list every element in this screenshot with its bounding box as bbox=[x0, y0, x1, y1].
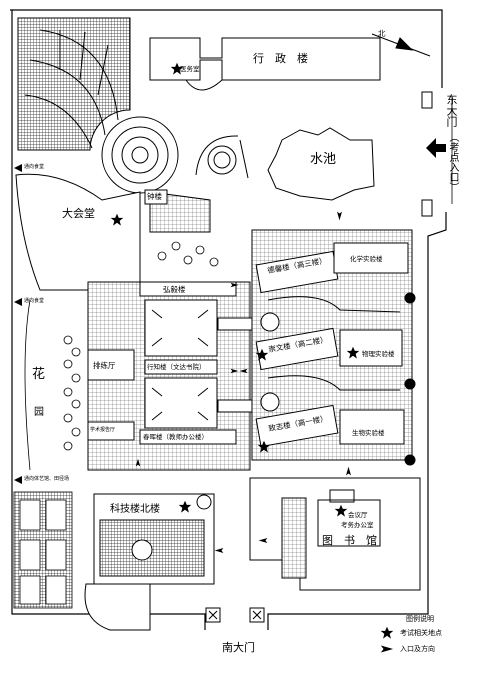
east-gate bbox=[421, 91, 433, 217]
xingzhi-label: 行知楼（文达书院） bbox=[147, 363, 206, 371]
garden-trees bbox=[24, 241, 219, 471]
entrance-arrow-icon bbox=[337, 211, 342, 221]
south-gate-label: 南大门 bbox=[222, 641, 255, 654]
entrance-arrow-icon bbox=[214, 548, 224, 553]
sports-courts bbox=[13, 491, 73, 609]
east-gate-label: 东大门 bbox=[445, 94, 458, 127]
middle-cluster bbox=[87, 281, 253, 471]
biology-label: 生物实验楼 bbox=[352, 429, 385, 437]
lecture-label: 学术报告厅 bbox=[90, 427, 116, 433]
south-gate bbox=[205, 607, 265, 623]
exam-office-label-2: 考务办公室 bbox=[341, 521, 374, 529]
garden-label-1: 花 bbox=[32, 367, 46, 382]
physics-label: 物理实验楼 bbox=[362, 350, 395, 358]
legend-title: 图例说明 bbox=[406, 615, 434, 623]
admin-area bbox=[149, 37, 381, 91]
garden-label-2: 园 bbox=[34, 407, 44, 418]
auditorium-label: 大会堂 bbox=[62, 207, 95, 220]
entrance-arrow-icon bbox=[380, 645, 394, 653]
legend-row-entrance: 入口及方向 bbox=[380, 644, 435, 654]
auditorium-seating bbox=[17, 17, 179, 194]
legend-row-exam: 考试相关地点 bbox=[380, 626, 442, 640]
auditorium-hall bbox=[15, 173, 211, 291]
library-label: 图 书 馆 bbox=[322, 534, 377, 547]
legend-entrance-label: 入口及方向 bbox=[400, 645, 435, 653]
stairs-hall-label: 钟楼 bbox=[147, 192, 162, 201]
chemistry-label: 化学实验楼 bbox=[350, 255, 383, 263]
pond-area bbox=[195, 127, 375, 201]
teaching-complex bbox=[251, 229, 416, 466]
to-gym-label: 通向体艺馆、田径场 bbox=[24, 476, 70, 482]
hongyi-label: 弘毅楼 bbox=[163, 285, 186, 294]
map-legend: 图例说明 考试相关地点 入口及方向 bbox=[380, 614, 485, 660]
science-building-label: 科技楼北楼 bbox=[110, 504, 160, 515]
compass-north-label: 北 bbox=[378, 29, 386, 38]
exam-office-label-1: 会议厅 bbox=[348, 511, 368, 519]
north-arrow-icon bbox=[371, 33, 431, 57]
pond-label: 水池 bbox=[310, 152, 337, 167]
legend-exam-label: 考试相关地点 bbox=[400, 629, 442, 637]
to-canteen-label-mid: 通向食堂 bbox=[24, 298, 45, 304]
admin-building-label: 行 政 楼 bbox=[253, 52, 308, 65]
entrance-arrow-icon bbox=[426, 138, 446, 158]
star-icon bbox=[380, 626, 394, 639]
east-entry-label: （考点入口） bbox=[447, 132, 458, 192]
library-building bbox=[249, 477, 421, 591]
training-label: 排练厅 bbox=[93, 361, 116, 370]
science-building bbox=[84, 493, 215, 631]
to-canteen-label-top: 通向食堂 bbox=[24, 164, 45, 170]
entrance-arrow-icon bbox=[346, 466, 351, 476]
clinic-label: 医务室 bbox=[180, 65, 200, 73]
chunhui-label: 春晖楼（教师办公楼） bbox=[143, 433, 208, 441]
stairs-hall-block bbox=[144, 189, 168, 205]
pathway-arrows bbox=[14, 164, 22, 484]
